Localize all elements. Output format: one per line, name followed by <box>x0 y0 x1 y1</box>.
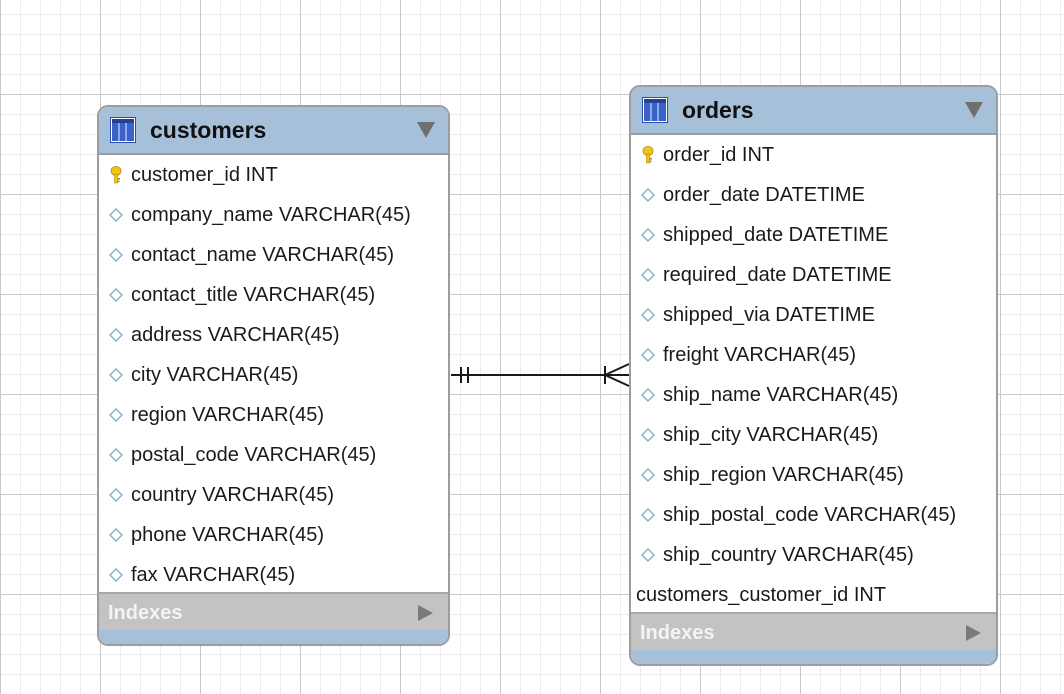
column-row[interactable]: customer_id INT <box>99 155 448 195</box>
column-row[interactable]: address VARCHAR(45) <box>99 315 448 355</box>
triangle-right-icon[interactable] <box>966 625 981 641</box>
column-label: shipped_via DATETIME <box>663 303 875 326</box>
diamond-icon <box>109 208 123 222</box>
column-row[interactable]: country VARCHAR(45) <box>99 475 448 515</box>
column-label: freight VARCHAR(45) <box>663 343 857 366</box>
table-icon <box>642 97 668 123</box>
diamond-icon <box>109 368 123 382</box>
column-label: customers_customer_id INT <box>636 583 887 606</box>
column-label: contact_name VARCHAR(45) <box>131 243 395 266</box>
column-list: order_id INT order_date DATETIME shipped_d… <box>631 135 996 615</box>
column-row[interactable]: region VARCHAR(45) <box>99 395 448 435</box>
table-header[interactable]: orders <box>631 87 996 135</box>
table-orders[interactable]: orders order_id INT order_date DATETIME sh… <box>629 85 998 666</box>
table-name: customers <box>150 116 267 143</box>
column-label: ship_city VARCHAR(45) <box>663 423 879 446</box>
indexes-label: Indexes <box>108 601 183 624</box>
diamond-icon <box>641 468 655 482</box>
diamond-icon <box>641 548 655 562</box>
diamond-icon <box>641 228 655 242</box>
column-row[interactable]: ship_city VARCHAR(45) <box>631 415 996 455</box>
crowfoot-upper <box>604 363 630 376</box>
diamond-icon <box>641 508 655 522</box>
column-row[interactable]: fax VARCHAR(45) <box>99 555 448 595</box>
column-label: ship_country VARCHAR(45) <box>663 543 914 566</box>
column-label: city VARCHAR(45) <box>131 363 299 386</box>
column-label: country VARCHAR(45) <box>131 483 335 506</box>
column-label: contact_title VARCHAR(45) <box>131 283 376 306</box>
column-row[interactable]: shipped_date DATETIME <box>631 215 996 255</box>
diamond-icon <box>109 528 123 542</box>
diamond-icon <box>109 288 123 302</box>
column-row[interactable]: company_name VARCHAR(45) <box>99 195 448 235</box>
table-footer <box>99 630 448 644</box>
indexes-section[interactable]: Indexes <box>99 592 448 634</box>
table-customers[interactable]: customers customer_id INT company_name VA… <box>97 105 450 646</box>
key-icon <box>109 166 123 184</box>
diamond-icon <box>109 568 123 582</box>
column-row[interactable]: order_id INT <box>631 135 996 175</box>
column-label: ship_postal_code VARCHAR(45) <box>663 503 957 526</box>
diamond-icon <box>109 408 123 422</box>
key-icon <box>641 146 655 164</box>
diamond-icon <box>641 388 655 402</box>
diamond-icon <box>641 308 655 322</box>
table-header[interactable]: customers <box>99 107 448 155</box>
column-label: fax VARCHAR(45) <box>131 563 296 586</box>
column-row[interactable]: ship_country VARCHAR(45) <box>631 535 996 575</box>
diamond-icon <box>641 188 655 202</box>
triangle-right-icon[interactable] <box>418 605 433 621</box>
column-list: customer_id INT company_name VARCHAR(45) c… <box>99 155 448 595</box>
column-row[interactable]: contact_title VARCHAR(45) <box>99 275 448 315</box>
column-row[interactable]: order_date DATETIME <box>631 175 996 215</box>
column-label: phone VARCHAR(45) <box>131 523 325 546</box>
diamond-icon <box>109 448 123 462</box>
column-row[interactable]: phone VARCHAR(45) <box>99 515 448 555</box>
column-label: order_date DATETIME <box>663 183 865 206</box>
diamond-icon <box>109 248 123 262</box>
table-name: orders <box>682 96 754 123</box>
triangle-down-icon[interactable] <box>417 122 435 138</box>
indexes-label: Indexes <box>640 621 715 644</box>
table-icon <box>110 117 136 143</box>
column-row[interactable]: freight VARCHAR(45) <box>631 335 996 375</box>
diamond-icon <box>109 488 123 502</box>
column-label: company_name VARCHAR(45) <box>131 203 411 226</box>
table-footer <box>631 650 996 664</box>
column-label: customer_id INT <box>131 163 278 186</box>
column-row[interactable]: ship_name VARCHAR(45) <box>631 375 996 415</box>
column-row[interactable]: shipped_via DATETIME <box>631 295 996 335</box>
column-label: shipped_date DATETIME <box>663 223 889 246</box>
diamond-icon <box>109 328 123 342</box>
crowfoot-lower <box>604 374 630 387</box>
column-label: order_id INT <box>663 143 775 166</box>
column-label: postal_code VARCHAR(45) <box>131 443 377 466</box>
triangle-down-icon[interactable] <box>965 102 983 118</box>
diamond-icon <box>641 348 655 362</box>
column-label: region VARCHAR(45) <box>131 403 325 426</box>
diamond-icon <box>641 428 655 442</box>
column-row[interactable]: postal_code VARCHAR(45) <box>99 435 448 475</box>
column-label: ship_region VARCHAR(45) <box>663 463 904 486</box>
diamond-icon <box>641 268 655 282</box>
column-label: required_date DATETIME <box>663 263 892 286</box>
column-row[interactable]: ship_postal_code VARCHAR(45) <box>631 495 996 535</box>
column-row[interactable]: ship_region VARCHAR(45) <box>631 455 996 495</box>
column-row[interactable]: required_date DATETIME <box>631 255 996 295</box>
column-label: address VARCHAR(45) <box>131 323 340 346</box>
column-row[interactable]: contact_name VARCHAR(45) <box>99 235 448 275</box>
column-row[interactable]: city VARCHAR(45) <box>99 355 448 395</box>
indexes-section[interactable]: Indexes <box>631 612 996 654</box>
column-label: ship_name VARCHAR(45) <box>663 383 899 406</box>
column-row[interactable]: customers_customer_id INT <box>631 575 996 615</box>
